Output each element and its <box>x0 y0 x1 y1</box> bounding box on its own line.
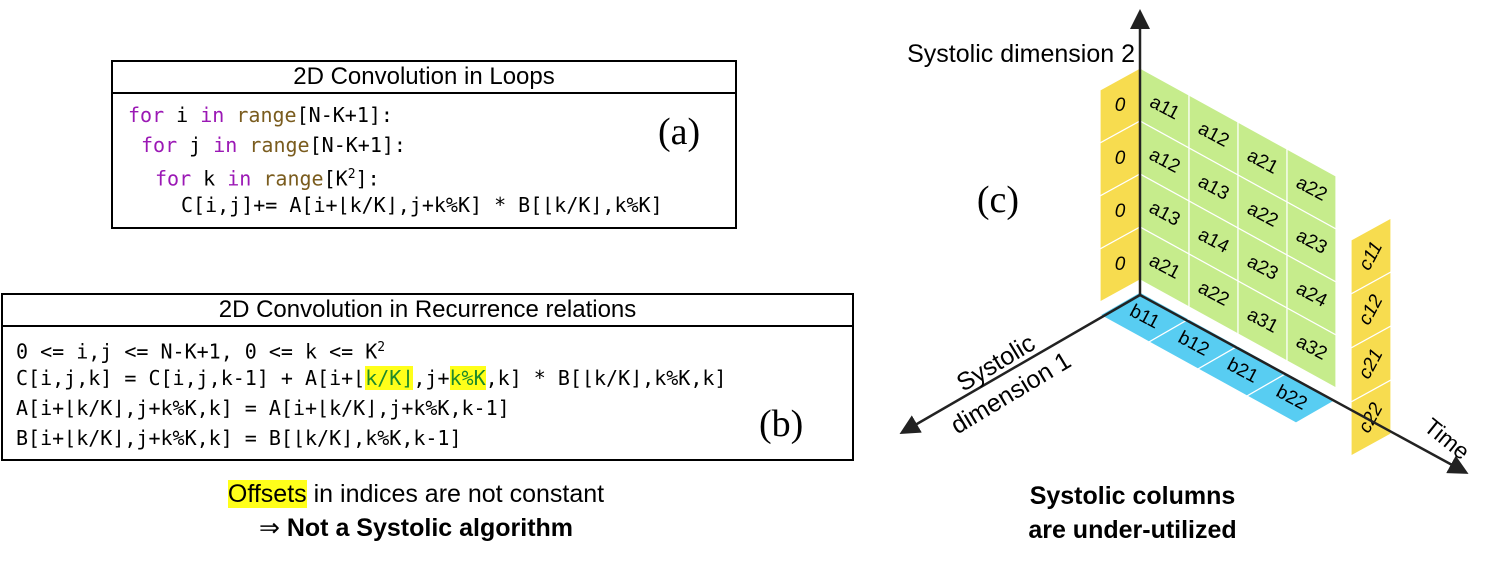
recurrence-line-1: 0 <= i,j <= N-K+1, 0 <= k <= K2 <box>16 339 386 364</box>
panel-a-label: (a) <box>658 111 701 153</box>
a-cell <box>1286 306 1337 390</box>
code-line-2: for j in range[N-K+1]: <box>141 133 406 157</box>
axis-systolic-dim-1 <box>899 293 1141 435</box>
axis-label-time: Time <box>1419 413 1474 465</box>
note-right: Systolic columns are under-utilized <box>1028 482 1237 544</box>
code-line-3: for k in range[K2]: <box>155 166 380 191</box>
code-line-4: C[i,j]+= A[i+⌊k/K⌋,j+k%K] * B[⌊k/K⌋,k%K] <box>181 193 663 217</box>
offsets-highlight: Offsets <box>227 480 307 508</box>
zero-column: 0 0 0 0 <box>1099 66 1141 304</box>
zero-cell-label: 0 <box>1115 148 1126 169</box>
code-line-1: for i in range[N-K+1]: <box>128 103 393 127</box>
highlight-offset-1: k/K⌋ <box>365 366 414 390</box>
zero-cell-label: 0 <box>1115 254 1126 275</box>
axis-time <box>1139 293 1469 474</box>
recurrence-line-4: B[i+⌊k/K⌋,j+k%K,k] = B[⌊k/K⌋,k%K,k-1] <box>16 426 462 450</box>
recurrence-line-2: C[i,j,k] = C[i,j,k-1] + A[i+⌊k/K⌋,j+k%K,… <box>16 366 727 390</box>
a-matrix-plane: a11a12a21a22a12a13a22a23a13a14a23a24a21a… <box>1139 66 1337 390</box>
note-left: Offsets in indices are not constant ⇒ No… <box>227 480 605 542</box>
axis-label-dim-2: Systolic dimension 2 <box>907 40 1135 68</box>
panel-a-box: 2D Convolution in Loops for i in range[N… <box>111 60 737 229</box>
recurrence-line-3: A[i+⌊k/K⌋,j+k%K,k] = A[i+⌊k/K⌋,j+k%K,k-1… <box>16 396 510 420</box>
highlight-offset-2: k%K <box>449 366 486 390</box>
panel-b-label: (b) <box>759 403 804 445</box>
zero-cell-label: 0 <box>1115 95 1126 116</box>
panel-a-title: 2D Convolution in Loops <box>113 62 735 94</box>
panel-c-label: (c) <box>977 179 1019 221</box>
panel-b-box: 2D Convolution in Recurrence relations 0… <box>1 293 854 461</box>
b-cell <box>1245 372 1338 424</box>
c-cell <box>1350 378 1392 458</box>
zero-cell-label: 0 <box>1115 201 1126 222</box>
panel-b-title: 2D Convolution in Recurrence relations <box>3 295 852 327</box>
